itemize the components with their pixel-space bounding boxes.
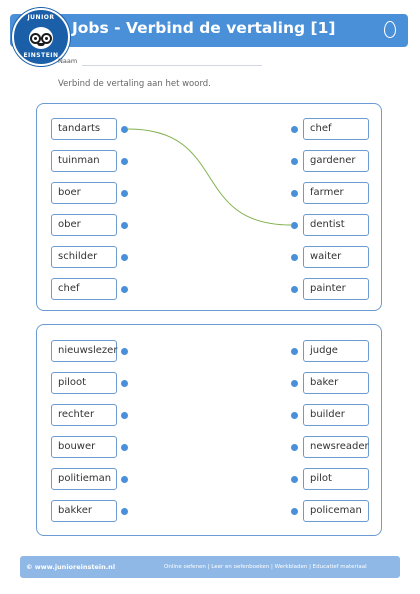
connect-dot-left[interactable] [121,507,128,515]
connect-dot-right[interactable] [291,507,298,515]
word-box-english[interactable]: gardener [303,150,369,172]
connect-dot-right[interactable] [291,411,298,419]
connect-dot-left[interactable] [121,379,128,387]
word-box-english[interactable]: painter [303,278,369,300]
footer-links[interactable]: Online oefenen | Leer en oefenboeken | W… [164,564,367,570]
word-box-dutch[interactable]: tuinman [51,150,117,172]
name-label: Naam [58,57,78,65]
word-box-dutch[interactable]: ober [51,214,117,236]
word-box-dutch[interactable]: nieuwslezer [51,340,117,362]
connect-dot-right[interactable] [291,221,298,229]
instruction-text: Verbind de vertaling aan het woord. [58,79,211,89]
connect-dot-right[interactable] [291,125,298,133]
connect-dot-left[interactable] [121,347,128,355]
word-box-english[interactable]: builder [303,404,369,426]
word-box-english[interactable]: chef [303,118,369,140]
word-box-dutch[interactable]: politieman [51,468,117,490]
connect-dot-left[interactable] [121,157,128,165]
logo-bottom-text: EINSTEIN [23,52,59,59]
connect-dot-left[interactable] [121,475,128,483]
connect-dot-left[interactable] [121,285,128,293]
connect-dot-right[interactable] [291,189,298,197]
word-box-dutch[interactable]: bakker [51,500,117,522]
word-box-english[interactable]: judge [303,340,369,362]
connect-dot-left[interactable] [121,221,128,229]
word-box-dutch[interactable]: tandarts [51,118,117,140]
junior-einstein-logo[interactable]: JUNIOR EINSTEIN [12,8,70,66]
logo-top-text: JUNIOR [27,14,55,21]
egg-outline-icon [384,21,396,38]
connect-dot-right[interactable] [291,253,298,261]
connect-dot-left[interactable] [121,253,128,261]
word-box-english[interactable]: farmer [303,182,369,204]
connect-dot-right[interactable] [291,443,298,451]
name-field[interactable] [82,65,262,66]
connect-dot-left[interactable] [121,125,128,133]
connect-dot-right[interactable] [291,379,298,387]
word-box-dutch[interactable]: chef [51,278,117,300]
word-box-english[interactable]: waiter [303,246,369,268]
word-box-dutch[interactable]: boer [51,182,117,204]
word-box-dutch[interactable]: rechter [51,404,117,426]
connect-dot-left[interactable] [121,189,128,197]
word-box-english[interactable]: policeman [303,500,369,522]
word-box-english[interactable]: baker [303,372,369,394]
connect-dot-left[interactable] [121,443,128,451]
connect-dot-right[interactable] [291,157,298,165]
word-box-english[interactable]: pilot [303,468,369,490]
connect-dot-left[interactable] [121,411,128,419]
word-box-english[interactable]: newsreader [303,436,369,458]
einstein-face-icon [29,27,53,49]
connect-dot-right[interactable] [291,285,298,293]
word-box-english[interactable]: dentist [303,214,369,236]
word-box-dutch[interactable]: schilder [51,246,117,268]
word-box-dutch[interactable]: bouwer [51,436,117,458]
footer-site-link[interactable]: © www.junioreinstein.nl [26,563,116,571]
header-bar [10,14,408,47]
footer-bar [20,556,400,578]
connection-line [127,128,292,226]
connect-dot-right[interactable] [291,347,298,355]
connect-dot-right[interactable] [291,475,298,483]
word-box-dutch[interactable]: piloot [51,372,117,394]
page-title: Jobs - Verbind de vertaling [1] [72,19,336,37]
